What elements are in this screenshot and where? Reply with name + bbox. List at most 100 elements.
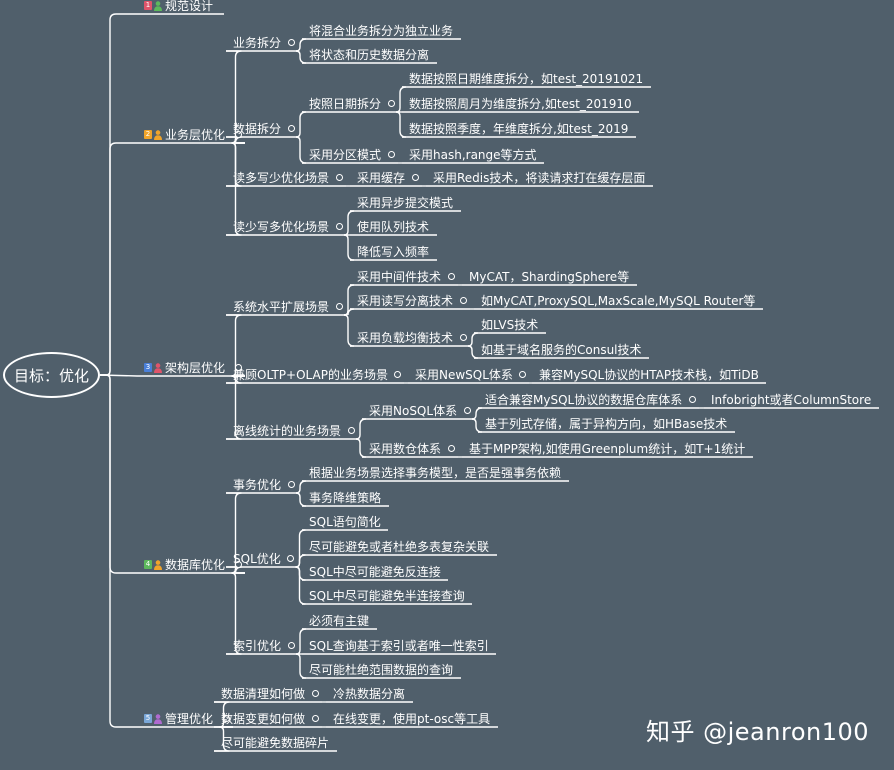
collapse-toggle-icon[interactable] xyxy=(448,445,455,452)
node-n4-2[interactable]: SQL优化 xyxy=(233,552,281,566)
node-n2-4[interactable]: 读少写多优化场景 xyxy=(233,220,329,234)
node-n5-3[interactable]: 尽可能避免数据碎片 xyxy=(221,736,329,750)
node-n3-3-1[interactable]: 采用NoSQL体系 xyxy=(369,404,457,418)
collapse-toggle-icon[interactable] xyxy=(223,715,230,722)
node-n3-3-1-1-1[interactable]: Infobright或者ColumnStore xyxy=(711,393,871,407)
node-n3-1-1-1[interactable]: MyCAT，ShardingSphere等 xyxy=(469,270,629,284)
node-n3-2-1[interactable]: 采用NewSQL体系 xyxy=(415,368,513,382)
node-label: 读多写少优化场景 xyxy=(233,171,330,185)
node-n5-2[interactable]: 数据变更如何做 xyxy=(221,712,305,726)
collapse-toggle-icon[interactable] xyxy=(235,561,242,568)
node-label: 尽可能避免或者杜绝多表复杂关联 xyxy=(309,540,490,554)
node-n3-3[interactable]: 离线统计的业务场景 xyxy=(233,424,341,438)
node-label: 如基于域名服务的Consul技术 xyxy=(481,343,642,357)
connector-line xyxy=(471,418,483,433)
node-label: 采用缓存 xyxy=(357,171,406,185)
node-n4-2-4[interactable]: SQL中尽可能避免半连接查询 xyxy=(309,589,465,603)
collapse-toggle-icon[interactable] xyxy=(519,371,526,378)
node-n2-2-1-2[interactable]: 数据按照周月为维度拆分,如test_201910 xyxy=(409,97,632,111)
node-n4-2-3[interactable]: SQL中尽可能避免反连接 xyxy=(309,565,441,579)
node-n4-2-2[interactable]: 尽可能避免或者杜绝多表复杂关联 xyxy=(309,540,489,554)
node-n3-3-2[interactable]: 采用数仓体系 xyxy=(369,442,441,456)
node-n2-1-2[interactable]: 将状态和历史数据分离 xyxy=(309,48,429,62)
collapse-toggle-icon[interactable] xyxy=(348,427,355,434)
collapse-toggle-icon[interactable] xyxy=(336,303,343,310)
collapse-toggle-icon[interactable] xyxy=(312,690,319,697)
collapse-toggle-icon[interactable] xyxy=(394,371,401,378)
node-n3-1-3[interactable]: 采用负载均衡技术 xyxy=(357,331,453,345)
node-n3-1-2-1[interactable]: 如MyCAT,ProxySQL,MaxScale,MySQL Router等 xyxy=(481,294,755,308)
node-n3-3-1-1[interactable]: 适合兼容MySQL协议的数据仓库体系 xyxy=(485,393,682,407)
node-label: 数据按照周月为维度拆分,如test_201910 xyxy=(409,97,632,111)
connector-line xyxy=(214,726,233,752)
collapse-toggle-icon[interactable] xyxy=(412,174,419,181)
node-n4-1-2[interactable]: 事务降维策略 xyxy=(309,491,381,505)
collapse-toggle-icon[interactable] xyxy=(288,125,295,132)
node-n2-3-1[interactable]: 采用缓存 xyxy=(357,171,405,185)
node-n3-1-2[interactable]: 采用读写分离技术 xyxy=(357,294,453,308)
collapse-toggle-icon[interactable] xyxy=(388,100,395,107)
connector-line xyxy=(395,86,407,113)
node-n5-1[interactable]: 数据清理如何做 xyxy=(221,687,305,701)
node-n3-3-1-2[interactable]: 基于列式存储，属于异构方向，如HBase技术 xyxy=(485,417,727,431)
collapse-toggle-icon[interactable] xyxy=(287,555,294,562)
collapse-toggle-icon[interactable] xyxy=(288,481,295,488)
node-n2-1-1[interactable]: 将混合业务拆分为独立业务 xyxy=(309,24,453,38)
collapse-toggle-icon[interactable] xyxy=(460,297,467,304)
collapse-toggle-icon[interactable] xyxy=(288,642,295,649)
node-n3-1-3-1[interactable]: 如LVS技术 xyxy=(481,318,538,332)
connector-line xyxy=(295,480,307,494)
node-n5-1-1[interactable]: 冷热数据分离 xyxy=(333,687,405,701)
node-n4-3-2[interactable]: SQL查询基于索引或者唯一性索引 xyxy=(309,639,489,653)
node-n2-2-1[interactable]: 按照日期拆分 xyxy=(309,97,381,111)
collapse-toggle-icon[interactable] xyxy=(235,131,242,138)
connector-line xyxy=(295,653,307,679)
node-n2-2-1-1[interactable]: 数据按照日期维度拆分，如test_20191021 xyxy=(409,72,643,86)
collapse-toggle-icon[interactable] xyxy=(448,273,455,280)
node-n3-3-2-1[interactable]: 基于MPP架构,如使用Greenplum统计，如T+1统计 xyxy=(469,442,745,456)
node-label: 采用hash,range等方式 xyxy=(409,148,537,162)
priority-badge-icon: 1 xyxy=(144,1,152,10)
node-n4-1-1[interactable]: 根据业务场景选择事务模型，是否是强事务依赖 xyxy=(309,466,561,480)
node-n3-1[interactable]: 系统水平扩展场景 xyxy=(233,300,329,314)
collapse-toggle-icon[interactable] xyxy=(689,396,696,403)
node-n4-2-1[interactable]: SQL语句简化 xyxy=(309,515,381,529)
node-n5-2-1[interactable]: 在线变更，使用pt-osc等工具 xyxy=(333,712,490,726)
collapse-toggle-icon[interactable] xyxy=(336,223,343,230)
collapse-toggle-icon[interactable] xyxy=(460,334,467,341)
node-n3-1-3-2[interactable]: 如基于域名服务的Consul技术 xyxy=(481,343,642,357)
person-icon xyxy=(154,362,162,373)
node-n4-3[interactable]: 索引优化 xyxy=(233,639,281,653)
node-n2-2-1-3[interactable]: 数据按照季度，年维度拆分,如test_2019 xyxy=(409,122,628,136)
node-n2-2-2[interactable]: 采用分区模式 xyxy=(309,148,381,162)
node-label: 兼顾OLTP+OLAP的业务场景 xyxy=(233,368,388,382)
collapse-toggle-icon[interactable] xyxy=(312,715,319,722)
node-n3-1-1[interactable]: 采用中间件技术 xyxy=(357,270,441,284)
node-n2-2[interactable]: 数据拆分 xyxy=(233,122,281,136)
node-n2-4-1[interactable]: 采用异步提交模式 xyxy=(357,196,453,210)
connector-line xyxy=(467,332,479,347)
node-n2-3-1-1[interactable]: 采用Redis技术，将读请求打在缓存层面 xyxy=(433,171,645,185)
node-n4-3-1[interactable]: 必须有主键 xyxy=(309,614,369,628)
node-n2-4-3[interactable]: 降低写入频率 xyxy=(357,245,429,259)
collapse-toggle-icon[interactable] xyxy=(336,174,343,181)
collapse-toggle-icon[interactable] xyxy=(288,39,295,46)
node-n3-2-1-1[interactable]: 兼容MySQL协议的HTAP技术栈，如TiDB xyxy=(539,368,759,382)
node-n4-3-3[interactable]: 尽可能杜绝范围数据的查询 xyxy=(309,663,453,677)
connector-line xyxy=(295,554,306,568)
node-n2-2-2-1[interactable]: 采用hash,range等方式 xyxy=(409,148,537,162)
collapse-toggle-icon[interactable] xyxy=(235,364,242,371)
collapse-toggle-icon[interactable] xyxy=(464,407,471,414)
node-n2-3[interactable]: 读多写少优化场景 xyxy=(233,171,329,185)
collapse-toggle-icon[interactable] xyxy=(388,151,395,158)
root-node[interactable]: 目标：优化 xyxy=(3,352,100,398)
node-n2-1[interactable]: 业务拆分 xyxy=(233,36,281,50)
node-n3-2[interactable]: 兼顾OLTP+OLAP的业务场景 xyxy=(233,368,388,382)
node-n2-4-2[interactable]: 使用队列技术 xyxy=(357,220,429,234)
node-n4-1[interactable]: 事务优化 xyxy=(233,478,281,492)
